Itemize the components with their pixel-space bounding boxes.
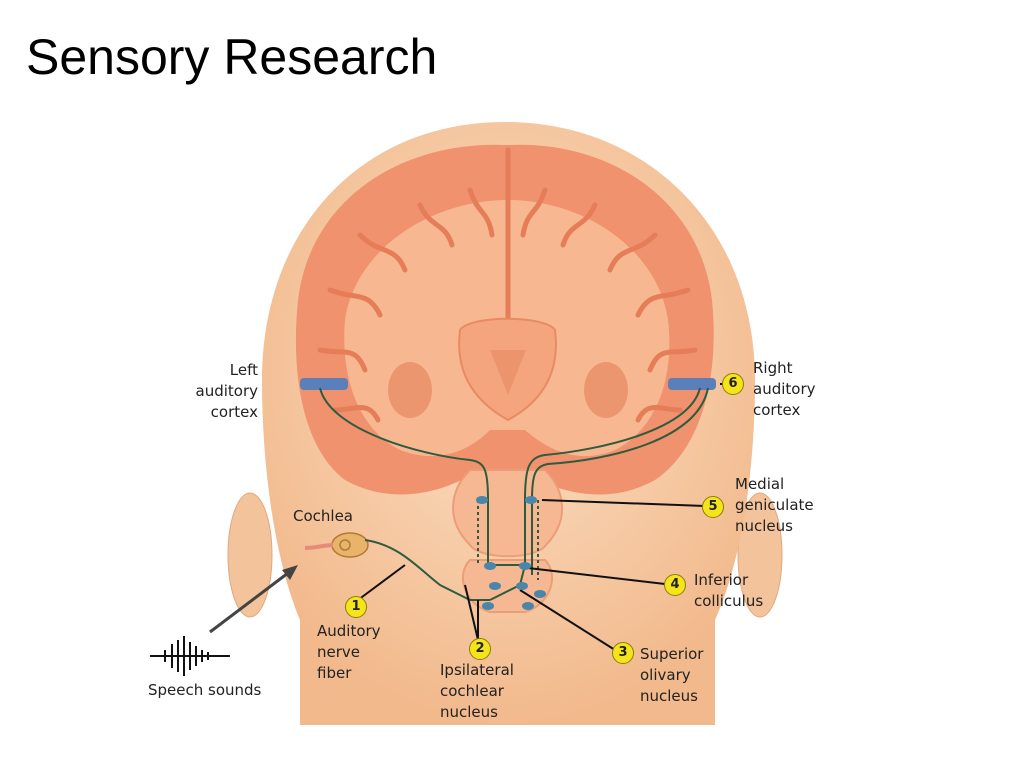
label-line: cortex: [210, 403, 258, 421]
label-line: cortex: [753, 401, 801, 419]
label-inferior-colliculus: Inferior colliculus: [694, 570, 763, 612]
step-badge-3: 3: [612, 642, 634, 664]
step-badge-6: 6: [722, 373, 744, 395]
step-badge-2: 2: [469, 638, 491, 660]
label-line: Auditory: [317, 622, 381, 640]
label-cochlea: Cochlea: [293, 507, 353, 525]
label-line: nerve: [317, 643, 361, 661]
auditory-pathway-lines: [319, 383, 732, 651]
label-medial-geniculate: Medial geniculate nucleus: [735, 474, 814, 537]
label-line: auditory: [195, 382, 259, 400]
label-line: auditory: [753, 380, 816, 398]
cochlea-illustration: [304, 532, 369, 558]
speech-waveform: [150, 636, 230, 676]
label-line: nucleus: [735, 517, 793, 535]
label-line: Medial: [735, 475, 785, 493]
label-line: olivary: [640, 666, 691, 684]
label-ipsilateral-cochlear: Ipsilateral cochlear nucleus: [440, 660, 514, 723]
step-badge-4: 4: [664, 574, 686, 596]
label-line: geniculate: [735, 496, 814, 514]
label-superior-olivary: Superior olivary nucleus: [640, 644, 703, 707]
nucleus-markers: [476, 496, 546, 610]
label-right-auditory-cortex: Right auditory cortex: [753, 358, 816, 421]
label-line: colliculus: [694, 592, 764, 610]
label-line: Right: [753, 359, 793, 377]
label-line: Superior: [640, 645, 704, 663]
label-line: cochlear: [440, 682, 504, 700]
label-left-auditory-cortex: Left auditory cortex: [172, 360, 259, 423]
step-badge-1: 1: [345, 596, 367, 618]
label-line: Ipsilateral: [440, 661, 514, 679]
label-auditory-nerve: Auditory nerve fiber: [317, 621, 381, 684]
label-line: Left: [229, 361, 258, 379]
label-line: nucleus: [440, 703, 498, 721]
slide-title: Sensory Research: [26, 29, 438, 85]
label-line: fiber: [317, 664, 352, 682]
step-badge-5: 5: [702, 496, 724, 518]
label-line: Inferior: [694, 571, 749, 589]
sound-arrow: [209, 565, 298, 634]
label-line: nucleus: [640, 687, 698, 705]
label-speech-sounds: Speech sounds: [148, 681, 262, 699]
